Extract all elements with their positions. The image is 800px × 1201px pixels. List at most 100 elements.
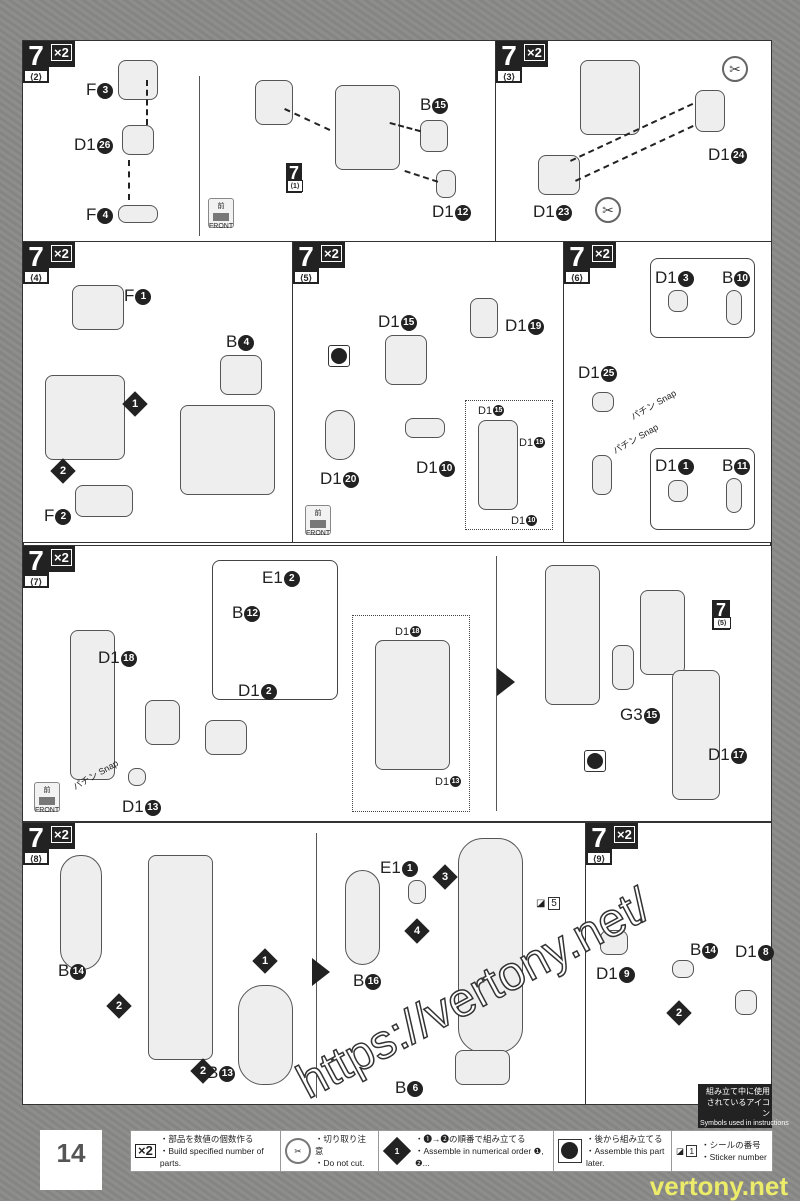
- part-b6-drawing: [455, 1050, 510, 1085]
- part-f4-drawing: [118, 205, 158, 223]
- part-d1-8-drawing: [735, 990, 757, 1015]
- do-not-cut-icon: ✂: [722, 56, 748, 82]
- part-d1-24-drawing: [695, 90, 725, 132]
- step-header: 7⟨4⟩×2: [23, 242, 75, 284]
- part-b15-drawing: [420, 120, 448, 152]
- step-number: 7: [28, 40, 44, 71]
- assembly-drawing: [458, 838, 523, 1053]
- step-header: 7⟨9⟩×2: [586, 823, 638, 865]
- step-header: 7⟨3⟩×2: [496, 41, 548, 83]
- divider: [496, 556, 497, 811]
- do-not-cut-icon: ✂: [595, 197, 621, 223]
- substep-number: ⟨3⟩: [497, 70, 521, 82]
- part-g3-15-drawing: [612, 645, 634, 690]
- sticker-icon: ◪ 1: [676, 1145, 698, 1157]
- watermark-site: vertony.net: [649, 1171, 788, 1201]
- order-step-2: 2: [50, 458, 76, 484]
- assembly-drawing: [545, 565, 600, 705]
- legend-order: 1・❶→❷の順番で組み立てる・Assemble in numerical ord…: [379, 1131, 554, 1171]
- arrow: [146, 80, 148, 125]
- reference-step-7-1: 7⟨1⟩: [286, 163, 303, 193]
- next-arrow: [497, 668, 515, 696]
- legend-sticker: ◪ 1・シールの番号・Sticker number: [676, 1140, 767, 1162]
- part-d1-13-drawing: [128, 768, 146, 786]
- part-drawing: [668, 480, 688, 502]
- part-d1-23-drawing: [538, 155, 580, 195]
- order-step-3: 3: [432, 864, 458, 890]
- detail-inset: [465, 400, 553, 530]
- detail-bubble: [650, 448, 755, 530]
- order-step-1: 1: [122, 391, 148, 417]
- part-assembly-drawing: [180, 405, 275, 495]
- part-d1-12-drawing: [436, 170, 456, 198]
- part-e1-1-drawing: [408, 880, 426, 904]
- part-f1-drawing: [72, 285, 124, 330]
- part-d1-19-drawing: [470, 298, 498, 338]
- part-d1-9-drawing: [600, 930, 628, 955]
- assemble-later-icon: [558, 1139, 582, 1163]
- part-d1-20-drawing: [325, 410, 355, 460]
- part-f3-drawing: [118, 60, 158, 100]
- next-arrow: [312, 958, 330, 986]
- order-step-2: 2: [666, 1000, 692, 1026]
- part-drawing: [592, 392, 614, 412]
- page-number: 14: [40, 1130, 102, 1190]
- step-header: 7⟨5⟩×2: [293, 242, 345, 284]
- step-header: 7⟨2⟩×2: [23, 41, 75, 83]
- part-f2-drawing: [75, 485, 133, 517]
- part-b4-drawing: [220, 355, 262, 395]
- substep-number: ⟨2⟩: [24, 70, 48, 82]
- assemble-later-icon: [328, 345, 350, 367]
- inset-assembly-drawing: [478, 420, 518, 510]
- order-step-2: 2: [106, 993, 132, 1019]
- part-assembly-drawing: [580, 60, 640, 135]
- part-b14-drawing: [60, 855, 102, 970]
- sticker-number: ◪ 5: [536, 897, 560, 910]
- legend-assemble-later: ・後から組み立てる・Assemble this part later.: [554, 1131, 672, 1171]
- step-header: 7⟨6⟩×2: [564, 242, 616, 284]
- inset-assembly-drawing: [375, 640, 450, 770]
- order-step-1: 1: [252, 948, 278, 974]
- part-d1-15-drawing: [385, 335, 427, 385]
- divider: [199, 76, 200, 236]
- order-step-4: 4: [404, 918, 430, 944]
- assembly-drawing: [148, 855, 213, 1060]
- step-7-5-panel: 7⟨5⟩×2: [292, 241, 564, 543]
- part-assembly-drawing: [45, 375, 125, 460]
- legend-multiplier: ×2・部品を数値の個数作る・Build specified number of …: [131, 1131, 281, 1171]
- assemble-later-icon: [584, 750, 606, 772]
- part-drawing: [726, 478, 742, 513]
